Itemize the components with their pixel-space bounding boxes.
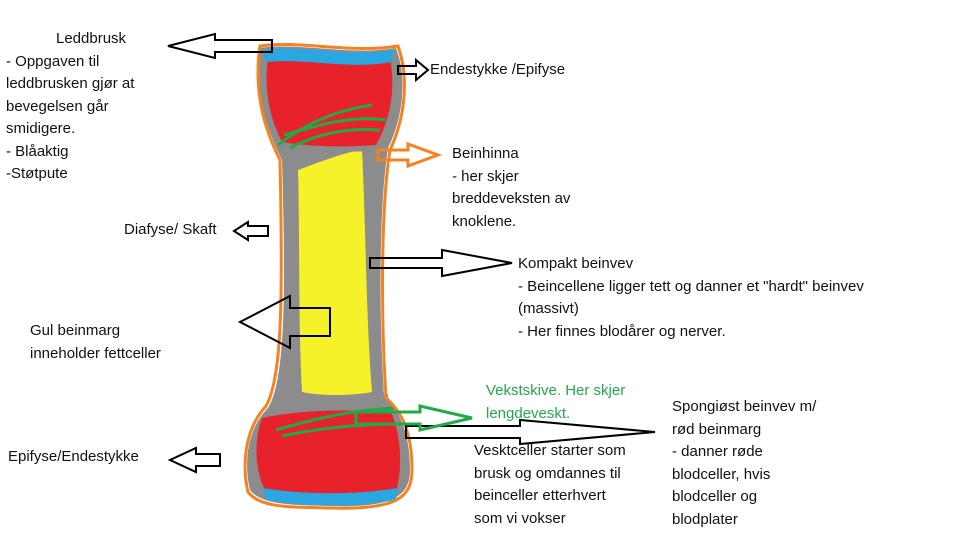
label-leddbrusk: Leddbrusk - Oppgaven til leddbrusken gjø… — [6, 28, 134, 186]
arrow-beinhinna — [376, 141, 443, 169]
compact-bone-lines — [280, 148, 389, 401]
vesktceller-line: som vi vokser — [474, 509, 566, 527]
epifyse-bottom-title: Epifyse/Endestykke — [8, 448, 139, 465]
spongiost-line: - danner røde — [672, 443, 763, 460]
vekstskive-title: Vekstskive. Her skjer — [486, 382, 626, 399]
label-spongiost: Spongiøst beinvev m/ rød beinmarg - dann… — [672, 396, 816, 531]
label-gul-beinmarg: Gul beinmarg inneholder fettceller — [30, 320, 161, 365]
leddbrusk-line: bevegelsen går — [6, 97, 109, 115]
vekstskive-line: lengdeveskt. — [486, 404, 571, 422]
vesktceller-line: beinceller etterhvert — [474, 487, 606, 504]
leddbrusk-title: Leddbrusk — [56, 30, 127, 47]
label-epifyse-bottom: Epifyse/Endestykke — [8, 446, 139, 469]
arrow-leddbrusk — [167, 32, 273, 60]
kompakt-line: (massivt) — [518, 300, 579, 317]
kompakt-title: Kompakt beinvev — [518, 255, 634, 272]
label-diafyse: Diafyse/ Skaft — [124, 219, 217, 242]
leddbrusk-line: -Støtpute — [6, 165, 68, 182]
gul-beinmarg-line: inneholder fettceller — [30, 344, 161, 362]
arrows — [167, 32, 656, 474]
arrow-epifyse-bottom — [167, 446, 221, 474]
beinhinna-title: Beinhinna — [452, 145, 519, 162]
spongiost-line: blodceller og — [672, 488, 758, 505]
label-endestykke-top: Endestykke /Epifyse — [430, 59, 565, 82]
spongiost-line: blodplater — [672, 510, 738, 528]
arrow-kompakt — [369, 248, 513, 278]
gul-beinmarg-title: Gul beinmarg — [30, 322, 121, 339]
bone — [243, 42, 414, 510]
bottom-cartilage — [262, 488, 398, 506]
label-vesktceller: Vesktceller starter som brusk og omdanne… — [474, 440, 626, 530]
top-cartilage — [262, 48, 394, 65]
arrow-gul-beinmarg — [237, 294, 331, 350]
beinhinna-line: breddeveksten av — [452, 190, 571, 207]
kompakt-line: - Beincellene ligger tett og danner et "… — [518, 277, 864, 295]
top-epiphysis — [266, 57, 393, 147]
kompakt-line: - Her finnes blodårer og nerver. — [518, 322, 726, 340]
endestykke-top-title: Endestykke /Epifyse — [430, 61, 566, 78]
vesktceller-line: Vesktceller starter som — [474, 442, 626, 459]
arrow-spongiost — [405, 418, 656, 446]
vesktceller-line: brusk og omdannes til — [474, 464, 621, 482]
label-beinhinna: Beinhinna - her skjer breddeveksten av k… — [452, 143, 570, 233]
bottom-epiphysis — [256, 410, 401, 498]
arrow-diafyse — [232, 220, 269, 242]
arrow-vekstskive — [354, 404, 473, 432]
diafyse-title: Diafyse/ Skaft — [124, 221, 217, 238]
spongiost-title: Spongiøst beinvev m/ — [672, 398, 817, 415]
spongiost-line: rød beinmarg — [672, 420, 762, 438]
beinhinna-line: - her skjer — [452, 167, 519, 185]
label-vekstskive: Vekstskive. Her skjer lengdeveskt. — [486, 380, 625, 425]
yellow-marrow — [298, 150, 372, 395]
periosteum — [243, 42, 414, 510]
leddbrusk-line: leddbrusken gjør at — [6, 75, 135, 92]
leddbrusk-line: - Oppgaven til — [6, 52, 100, 70]
spongiost-line: blodceller, hvis — [672, 465, 771, 483]
label-kompakt: Kompakt beinvev - Beincellene ligger tet… — [518, 253, 864, 343]
arrow-endestykke-top — [397, 57, 430, 83]
leddbrusk-line: - Blåaktig — [6, 142, 69, 160]
beinhinna-line: knoklene. — [452, 212, 517, 230]
leddbrusk-line: smidigere. — [6, 120, 76, 137]
